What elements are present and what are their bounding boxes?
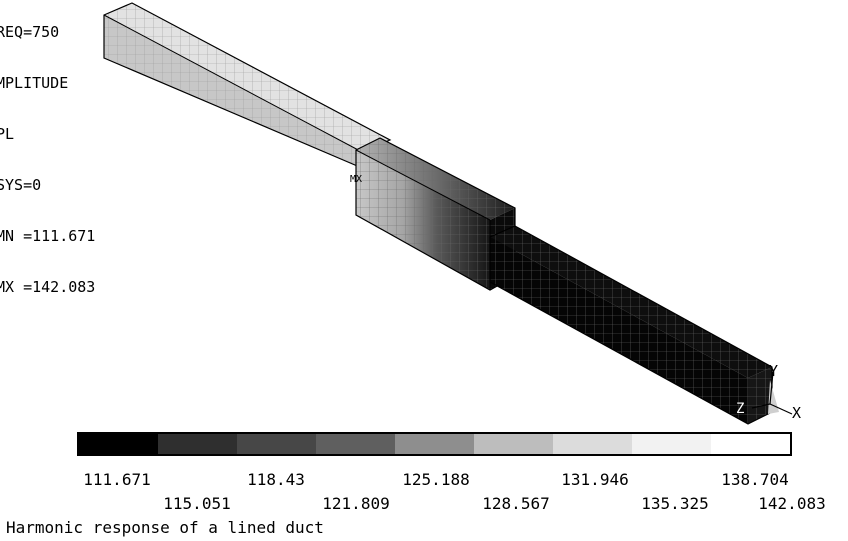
legend-band-8	[632, 434, 711, 454]
legend-tick-upper-1: 111.671	[83, 470, 151, 489]
legend-band-9	[711, 434, 790, 454]
axis-label-y: Y	[769, 362, 778, 380]
legend-tick-upper-2: 118.43	[247, 470, 305, 489]
contour-legend-bar	[77, 432, 792, 456]
info-line-pl: PL	[0, 125, 15, 143]
legend-band-1	[79, 434, 158, 454]
coordinate-triad: Y Z X	[736, 362, 801, 422]
axis-label-z: Z	[736, 401, 744, 417]
legend-band-5	[395, 434, 474, 454]
plot-title: Harmonic response of a lined duct	[6, 518, 324, 537]
legend-band-4	[316, 434, 395, 454]
legend-band-3	[237, 434, 316, 454]
legend-tick-lower-1: 115.051	[163, 494, 231, 513]
info-line-min: MN =111.671	[0, 227, 96, 245]
legend-band-6	[474, 434, 553, 454]
max-marker: MX	[350, 174, 362, 185]
duct-outlet-section	[489, 225, 779, 425]
duct-inlet-section	[103, 2, 392, 169]
legend-band-7	[553, 434, 632, 454]
info-line-max: MX =142.083	[0, 278, 96, 296]
legend-tick-upper-5: 138.704	[721, 470, 789, 489]
info-line-rsys: SYS=0	[0, 176, 42, 194]
legend-band-2	[158, 434, 237, 454]
result-info-block: REQ=750 MPLITUDE PL SYS=0 MN =111.671 MX…	[0, 0, 95, 313]
legend-tick-lower-4: 135.325	[641, 494, 709, 513]
info-line-frequency: REQ=750	[0, 23, 60, 41]
legend-tick-lower-3: 128.567	[482, 494, 550, 513]
axis-label-x: X	[792, 404, 801, 422]
legend-tick-lower-5: 142.083	[758, 494, 826, 513]
legend-tick-upper-4: 131.946	[561, 470, 629, 489]
legend-tick-upper-3: 125.188	[402, 470, 470, 489]
legend-tick-lower-2: 121.809	[322, 494, 390, 513]
info-line-amplitude: MPLITUDE	[0, 74, 69, 92]
